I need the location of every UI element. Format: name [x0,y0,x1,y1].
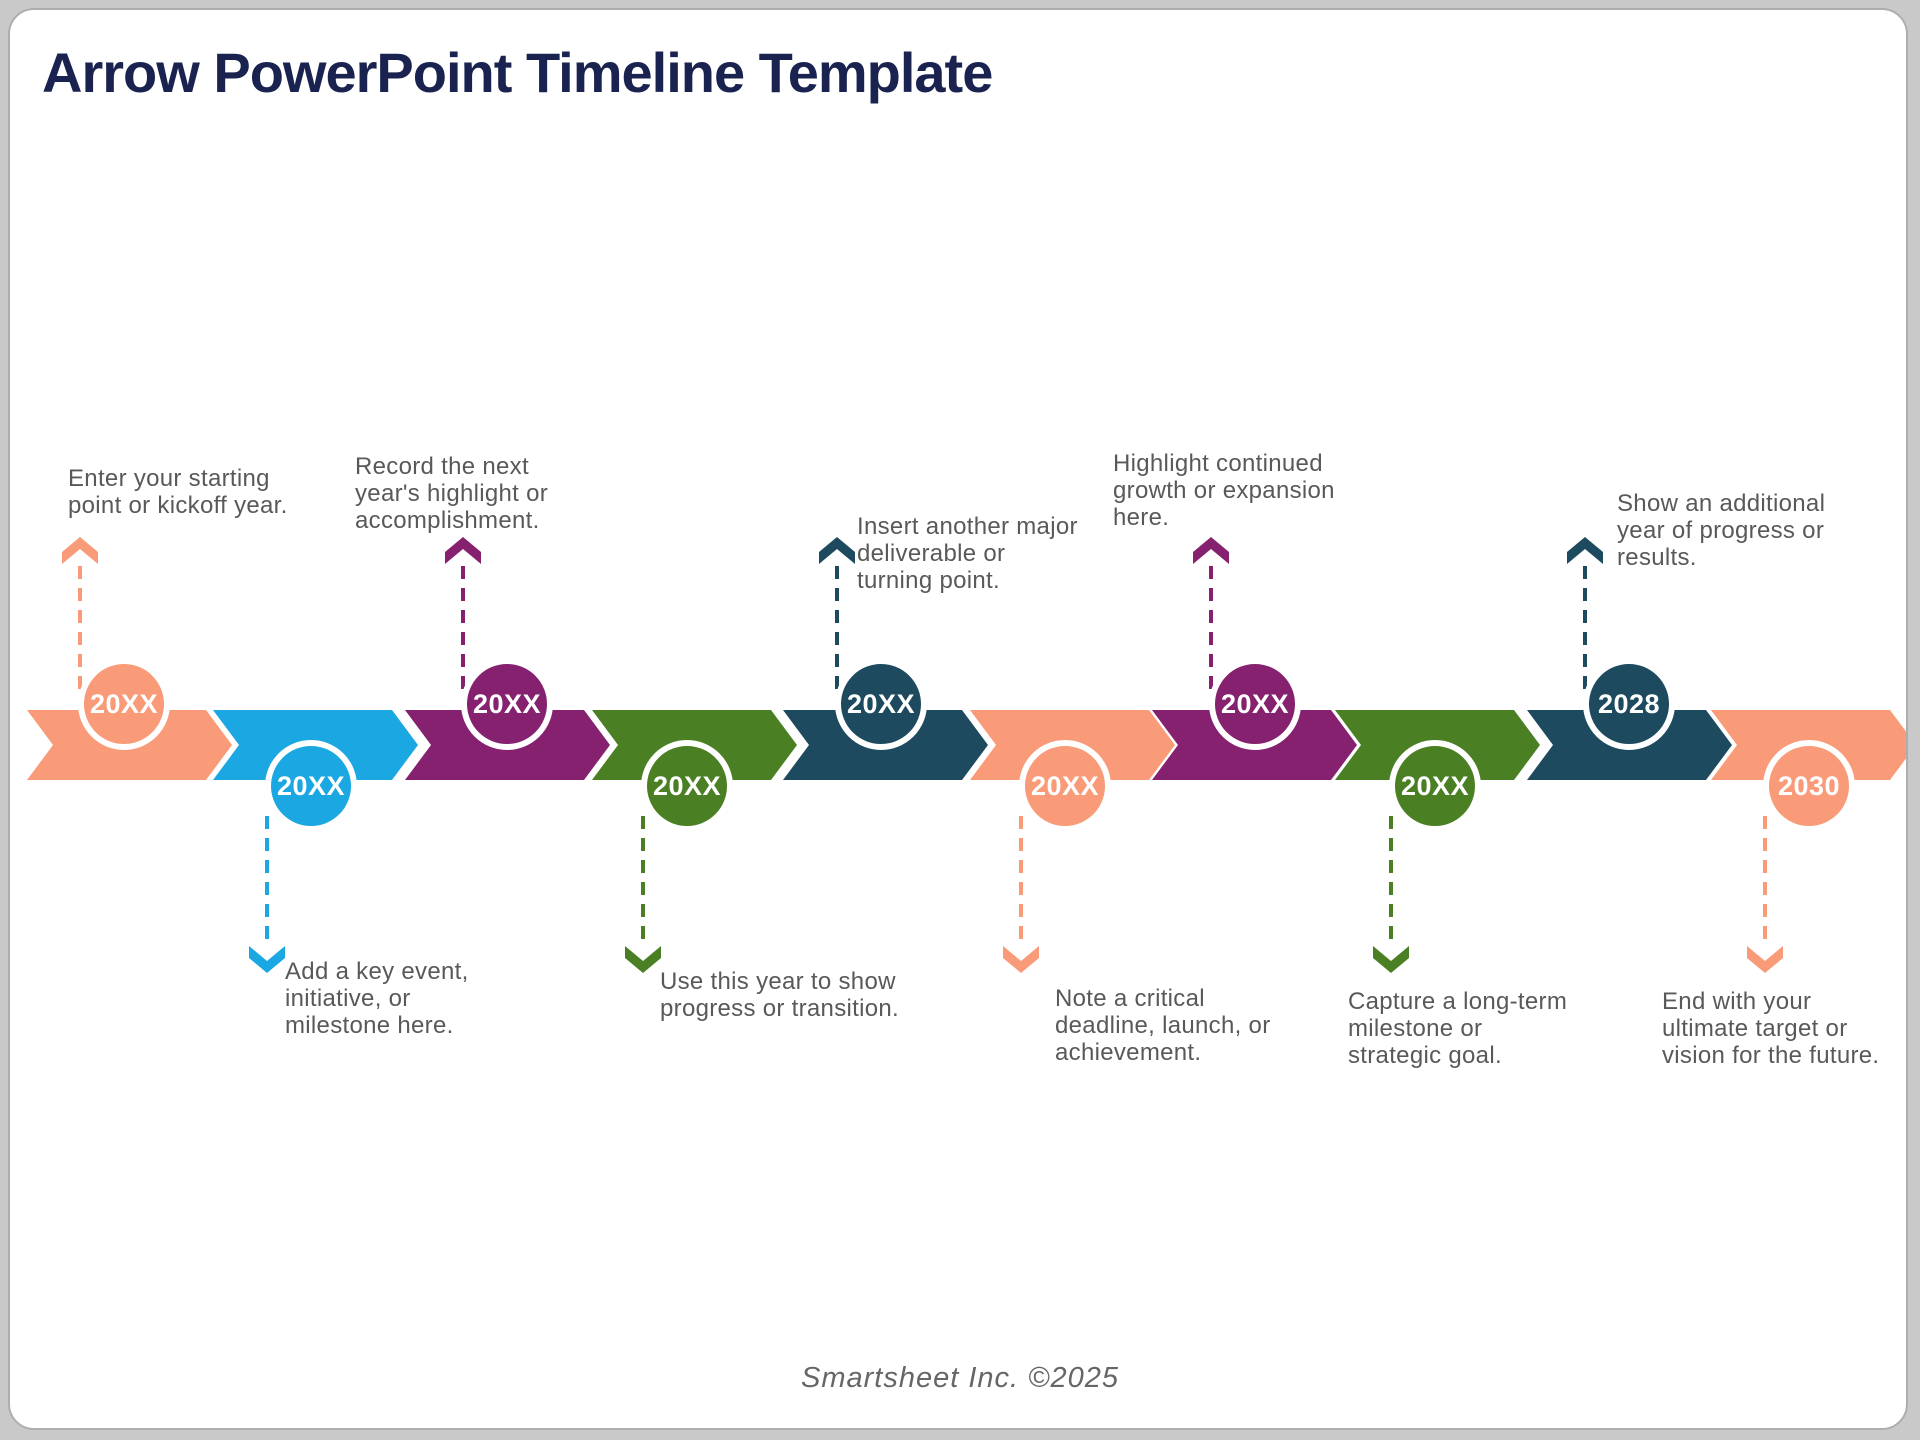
milestone-connector-line [1389,816,1393,944]
chevron-down-icon [625,946,661,973]
milestone-circle: 20XX [265,740,357,832]
milestone-note-line: here. [1113,504,1170,531]
milestone-note-line: Add a key event, [285,958,469,985]
slide-card: Arrow PowerPoint Timeline Template 20XX E… [8,8,1908,1430]
milestone-year-label: 20XX [652,770,722,801]
milestone-connector-line [1019,816,1023,944]
milestone-year-label: 20XX [1400,770,1470,801]
chevron-up-icon [445,537,481,564]
milestone-note-line: year of progress or [1617,517,1825,544]
milestone-connector-line [641,816,645,944]
milestone-circle: 20XX [641,740,733,832]
milestone-year-label: 20XX [276,770,346,801]
milestone-note-line: accomplishment. [355,507,540,534]
milestone-year-label: 20XX [1220,688,1290,719]
milestone-circle: 20XX [835,658,927,750]
milestone-note-line: Use this year to show [660,968,896,995]
page-title: Arrow PowerPoint Timeline Template [42,41,993,104]
milestone-note-line: deadline, launch, or [1055,1012,1271,1039]
chevron-up-icon [819,537,855,564]
milestone-year-label: 2030 [1777,770,1841,801]
milestone-connector-line [1583,566,1587,694]
milestone-year-label: 20XX [1030,770,1100,801]
milestone-year-label: 20XX [846,688,916,719]
milestone-connector-line [461,566,465,694]
milestone-circle: 2030 [1763,740,1855,832]
chevron-up-icon [1193,537,1229,564]
milestone-note-line: Insert another major [857,513,1078,540]
milestone-circle: 20XX [461,658,553,750]
milestone-note-line: Enter your starting [68,465,270,492]
milestone-note-line: Record the next [355,453,529,480]
milestone-connector-line [1209,566,1213,694]
chevron-down-icon [249,946,285,973]
milestone-note-line: progress or transition. [660,995,900,1022]
milestone-year-label: 20XX [89,688,159,719]
milestone-circle: 20XX [1209,658,1301,750]
milestone-note-line: milestone here. [285,1012,454,1039]
milestone-note-line: Capture a long-term [1348,988,1568,1015]
milestone-note-line: deliverable or [857,540,1006,567]
milestone-note-line: results. [1617,544,1697,571]
milestone-note-line: strategic goal. [1348,1042,1502,1069]
milestone-note-line: turning point. [857,567,1000,594]
milestone-connector-line [265,816,269,944]
milestone-year-label: 2028 [1597,688,1661,719]
milestone-note-line: End with your [1662,988,1812,1015]
milestone-note-line: Note a critical [1055,985,1205,1012]
chevron-up-icon [62,537,98,564]
chevron-down-icon [1373,946,1409,973]
milestone-circle: 20XX [1019,740,1111,832]
milestone-note-line: vision for the future. [1662,1042,1880,1069]
milestone-note-line: ultimate target or [1662,1015,1848,1042]
milestone-note-line: milestone or [1348,1015,1483,1042]
milestone-year-label: 20XX [472,688,542,719]
milestone-circle: 20XX [1389,740,1481,832]
chevron-down-icon [1003,946,1039,973]
milestone-connector-line [78,566,82,694]
milestone-note-line: point or kickoff year. [68,492,288,519]
milestone-note-line: Show an additional [1617,490,1826,517]
milestone-note-line: Highlight continued [1113,450,1323,477]
milestone-connector-line [1763,816,1767,944]
milestone-circle: 2028 [1583,658,1675,750]
milestone-note-line: initiative, or [285,985,411,1012]
milestone-note-line: year's highlight or [355,480,549,507]
chevron-down-icon [1747,946,1783,973]
chevron-up-icon [1567,537,1603,564]
milestone-connector-line [835,566,839,694]
milestone-circle: 20XX [78,658,170,750]
milestone-note-line: growth or expansion [1113,477,1335,504]
footer-credit: Smartsheet Inc. ©2025 [800,1362,1120,1394]
milestone-note-line: achievement. [1055,1039,1202,1066]
